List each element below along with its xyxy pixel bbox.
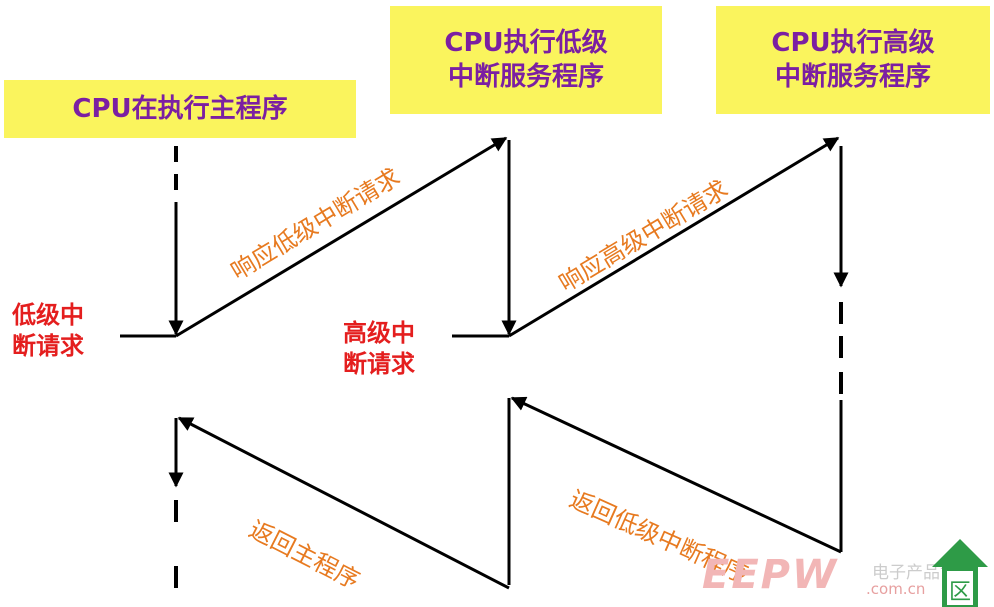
low-isr-box-line1: CPU执行低级 [444, 28, 608, 58]
high-interrupt-request-label: 高级中 断请求 [343, 318, 415, 380]
eepw-watermark-url: .com.cn [866, 580, 926, 598]
main-program-box-line1: CPU在执行主程序 [72, 94, 288, 124]
high-isr-box-line2: 中断服务程序 [774, 62, 931, 92]
high-isr-box-line1: CPU执行高级 [771, 28, 935, 58]
home-nav-button[interactable]: 区 [930, 537, 990, 607]
low-interrupt-request-label: 低级中 断请求 [12, 300, 84, 362]
return-low-arrow [510, 396, 842, 554]
respond-high-arrow [508, 136, 840, 338]
low-isr-box-line2: 中断服务程序 [447, 62, 604, 92]
main-program-box: CPU在执行主程序 [4, 80, 356, 138]
high-interrupt-label-line2: 断请求 [343, 350, 415, 378]
low-interrupt-label-line1: 低级中 [12, 301, 84, 329]
high-interrupt-label-line1: 高级中 [343, 319, 415, 347]
home-nav-glyph: 区 [949, 580, 971, 605]
return-main-arrow [177, 416, 510, 590]
home-triangle-icon: 区 [932, 539, 988, 607]
respond-low-arrow [175, 136, 508, 338]
low-isr-box: CPU执行低级 中断服务程序 [390, 6, 662, 114]
low-interrupt-label-line2: 断请求 [12, 332, 84, 360]
eepw-watermark: EEPW [702, 552, 839, 598]
high-isr-box: CPU执行高级 中断服务程序 [716, 6, 990, 114]
